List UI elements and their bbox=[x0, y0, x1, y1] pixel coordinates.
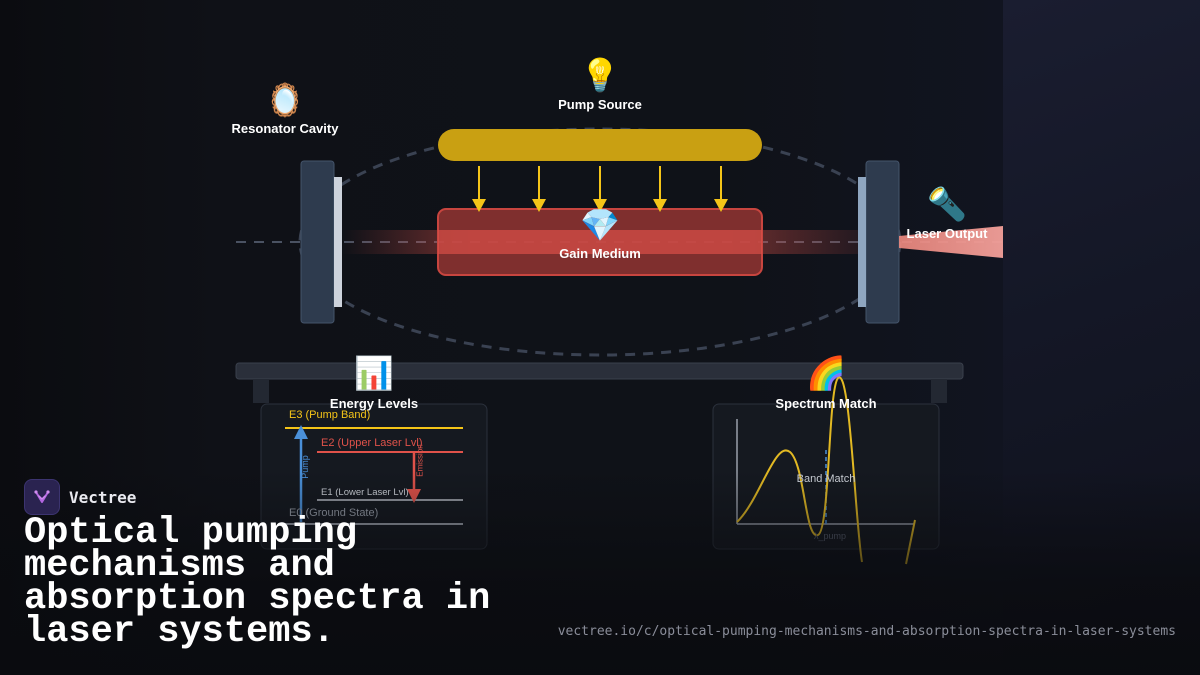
band-match-label: Band Match bbox=[796, 473, 856, 485]
optical-table bbox=[235, 362, 964, 380]
vectree-logo-icon bbox=[24, 479, 60, 515]
gain-medium-label: Gain Medium bbox=[559, 246, 641, 261]
resonator-cavity-label: Resonator Cavity bbox=[231, 121, 339, 136]
pump-arrows bbox=[478, 166, 722, 201]
rear-mirror-coating bbox=[334, 177, 342, 307]
output-beam bbox=[899, 226, 1003, 258]
output-coupler-coating bbox=[858, 177, 866, 307]
pump-lamp bbox=[438, 129, 762, 161]
spectrum-x-label: λ_pump bbox=[813, 531, 847, 541]
level-e1-label: E1 (Lower Laser Lvl) bbox=[321, 487, 409, 498]
bar-chart-icon: 📊 bbox=[354, 354, 394, 392]
rainbow-icon: 🌈 bbox=[806, 354, 846, 392]
level-e3-label: E3 (Pump Band) bbox=[289, 409, 371, 421]
spectrum-match-label: Spectrum Match bbox=[775, 396, 877, 411]
gem-icon: 💎 bbox=[580, 206, 620, 244]
pump-source-label: Pump Source bbox=[558, 97, 642, 112]
mirror-icon: 🪞 bbox=[265, 81, 305, 119]
flashlight-icon: 🔦 bbox=[927, 185, 967, 223]
output-coupler bbox=[865, 160, 900, 324]
laser-output-label: Laser Output bbox=[906, 226, 988, 241]
page-url[interactable]: vectree.io/c/optical-pumping-mechanisms-… bbox=[557, 624, 1176, 639]
level-e2-label: E2 (Upper Laser Lvl) bbox=[321, 437, 423, 449]
brand-name: Vectree bbox=[69, 487, 137, 507]
rear-mirror bbox=[300, 160, 335, 324]
energy-levels-label: Energy Levels bbox=[329, 396, 419, 411]
brand[interactable]: Vectree bbox=[24, 479, 136, 515]
light-bulb-icon: 💡 bbox=[580, 56, 620, 94]
emission-transition-label: Emission bbox=[415, 444, 425, 477]
pump-transition-label: Pump bbox=[300, 455, 310, 479]
page-title: Optical pumping mechanisms and absorptio… bbox=[24, 512, 491, 653]
